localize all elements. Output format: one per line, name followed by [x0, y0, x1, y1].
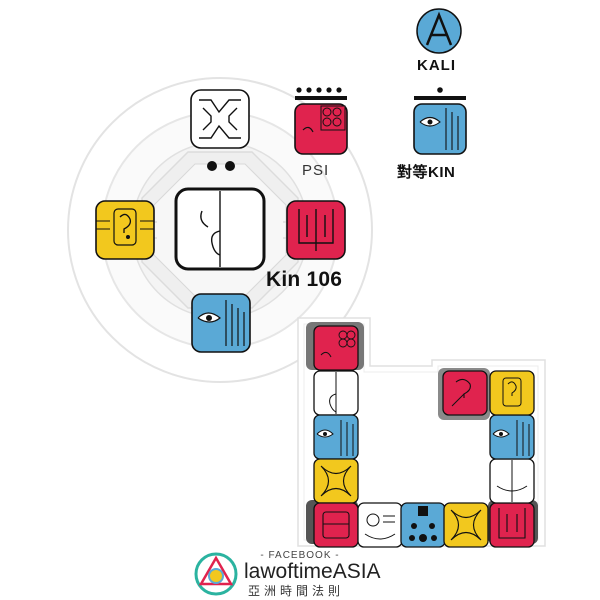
red-dragon-seal-icon	[286, 200, 346, 260]
red-earth-seal-icon	[294, 87, 348, 155]
brand-subtitle: 亞洲時間法則	[248, 584, 345, 598]
kali-logo-icon	[416, 8, 462, 54]
path-seal-white-mirror	[313, 370, 359, 416]
kin-title: Kin 106	[266, 268, 343, 291]
path-seal-yellow-seed	[443, 502, 489, 548]
equivalent-kin-label: 對等KIN	[397, 164, 456, 181]
path-seal-red-earth	[313, 325, 359, 371]
path-seal-white-wind	[357, 502, 403, 548]
blue-storm-seal-icon	[191, 293, 251, 353]
path-seal-red-moon	[489, 502, 535, 548]
path-seal-red-skywalker	[313, 502, 359, 548]
path-seal-yellow-sun	[313, 458, 359, 504]
brand-logo-icon	[194, 552, 238, 596]
facebook-label: - FACEBOOK -	[260, 550, 340, 561]
white-worldbridger-seal-icon	[190, 89, 250, 149]
path-seal-blue-night	[400, 502, 446, 548]
path-seal-white-mirror-right	[489, 458, 535, 504]
kali-label: KALI	[417, 57, 456, 74]
brand-name[interactable]: lawoftimeASIA	[244, 560, 381, 583]
path-seal-blue-storm	[313, 414, 359, 460]
path-seal-blue-storm-right	[489, 414, 535, 460]
equivalent-kin-seal-icon	[413, 87, 467, 155]
psi-label: PSI	[302, 162, 330, 179]
tone-dots-icon	[207, 161, 235, 171]
path-seal-red-earth-corner	[442, 370, 488, 416]
yellow-star-seal-icon	[95, 200, 155, 260]
guide-mirror-seal-icon	[174, 187, 266, 271]
path-seal-yellow-star-right	[489, 370, 535, 416]
